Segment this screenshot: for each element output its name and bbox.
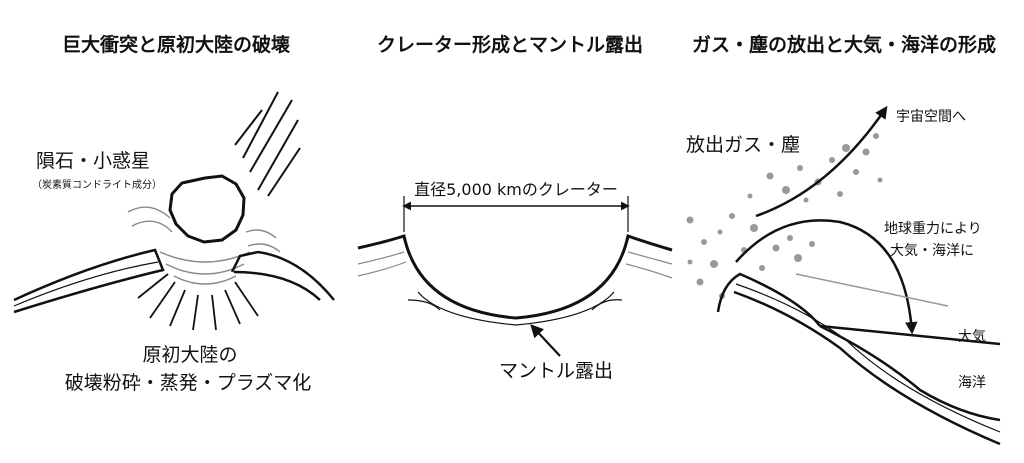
panel-release-graphic bbox=[686, 105, 1001, 446]
panel-title-impact: 巨大衝突と原初大陸の破壊 bbox=[61, 34, 291, 56]
gravity-arrow bbox=[735, 219, 918, 335]
surface-layers bbox=[716, 272, 1001, 446]
dust-particles bbox=[686, 133, 883, 299]
panel-title-release: ガス・塵の放出と大気・海洋の形成 bbox=[691, 34, 997, 56]
mantle-pointer bbox=[530, 324, 561, 357]
meteorite-note: （炭素質コンドライト成分） bbox=[32, 180, 162, 191]
destruction-label-line1: 原初大陸の bbox=[142, 344, 238, 366]
crater-rim bbox=[357, 234, 673, 320]
panel-crater-graphic bbox=[357, 196, 673, 357]
atmosphere-label: 大気 bbox=[958, 329, 986, 345]
to-space-arrow bbox=[755, 105, 888, 218]
crust-layers bbox=[13, 248, 335, 314]
meteorite-body bbox=[168, 174, 246, 244]
panel-title-crater: クレーター形成とマントル露出 bbox=[376, 34, 644, 56]
gravity-label-line1: 地球重力により bbox=[884, 221, 982, 237]
to-space-label: 宇宙空間へ bbox=[896, 109, 966, 125]
ocean-label: 海洋 bbox=[958, 375, 986, 391]
released-gas-label: 放出ガス・塵 bbox=[686, 134, 801, 156]
panel-impact-graphic bbox=[13, 91, 335, 331]
destruction-label-line2: 破壊粉砕・蒸発・プラズマ化 bbox=[64, 372, 312, 394]
motion-streaks bbox=[234, 91, 301, 197]
gravity-label-line2: 大気・海洋に bbox=[890, 243, 974, 259]
mantle-exposure-label: マントル露出 bbox=[499, 360, 614, 382]
crater-layers bbox=[357, 251, 673, 326]
meteorite-label: 隕石・小惑星 bbox=[36, 150, 151, 172]
blast-rays bbox=[137, 273, 259, 331]
gray-trajectory bbox=[795, 273, 949, 307]
crater-diameter-label: 直径5,000 kmのクレーター bbox=[414, 180, 618, 199]
